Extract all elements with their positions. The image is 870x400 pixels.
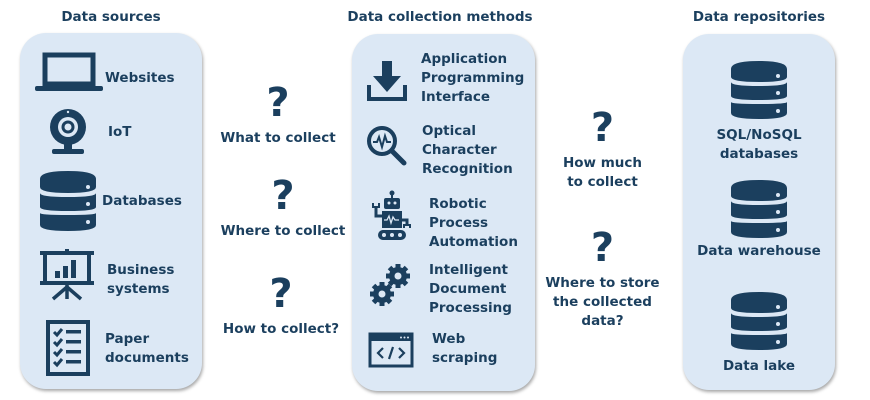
web-scraping-label: Web scraping: [432, 330, 497, 368]
paper-documents-line2: documents: [105, 350, 189, 366]
idp-label: Intelligent Document Processing: [429, 261, 512, 318]
api-line1: Application: [421, 51, 508, 67]
business-systems-line1: Business: [107, 262, 175, 278]
database-icon: [731, 180, 787, 238]
business-systems-label: Business systems: [107, 261, 174, 299]
question-how-to-collect: ? How to collect?: [220, 274, 342, 339]
question-where-to-store-line3: data?: [581, 313, 624, 329]
idp-line2: Document: [429, 281, 507, 297]
question-how-much-line1: How much: [562, 155, 643, 171]
laptop-icon: [35, 52, 103, 92]
question-what-to-collect-text: What to collect: [220, 130, 336, 146]
magnifier-pulse-icon: [366, 125, 408, 167]
question-where-to-collect-text: Where to collect: [220, 223, 346, 239]
sql-nosql-databases-label: SQL/NoSQL databases: [683, 126, 835, 164]
data-warehouse-label: Data warehouse: [697, 243, 821, 259]
paper-documents-label: Paper documents: [105, 330, 189, 368]
web-scraping-line2: scraping: [432, 350, 498, 366]
rpa-line1: Robotic: [429, 196, 487, 212]
question-how-much-to-collect: ? How much to collect: [545, 108, 660, 192]
question-mark-icon: ?: [269, 271, 293, 317]
rpa-line2: Process: [429, 215, 489, 231]
data-collection-methods-title: Data collection methods: [347, 9, 533, 25]
database-icon: [40, 171, 96, 231]
databases-label: Databases: [102, 193, 182, 209]
gears-icon: [370, 264, 412, 306]
websites-label: Websites: [105, 70, 175, 86]
checklist-icon: [46, 320, 90, 376]
data-repositories-panel: SQL/NoSQL databases Data warehouse Data …: [683, 34, 835, 390]
question-where-to-store-line2: the collected: [553, 294, 652, 310]
rpa-line3: Automation: [429, 234, 518, 250]
question-how-much-line2: to collect: [567, 174, 638, 190]
web-scraping-line1: Web: [432, 331, 466, 347]
ocr-line2: Character: [422, 142, 497, 158]
api-label: Application Programming Interface: [421, 50, 524, 107]
download-icon: [367, 61, 407, 101]
question-where-to-store: ? Where to store the collected data?: [545, 228, 660, 331]
database-icon: [731, 292, 787, 350]
iot-label: IoT: [108, 124, 132, 140]
data-repositories-title: Data repositories: [692, 9, 826, 25]
idp-line3: Processing: [429, 300, 512, 316]
robot-icon: [372, 190, 412, 244]
data-lake-label: Data lake: [722, 358, 796, 374]
data-sources-panel: Websites IoT Databases: [20, 33, 202, 389]
ocr-line3: Recognition: [422, 161, 513, 177]
question-mark-icon: ?: [266, 80, 290, 126]
api-line2: Programming: [421, 70, 525, 86]
data-sources-title: Data sources: [61, 9, 161, 25]
question-how-to-collect-text: How to collect?: [222, 321, 340, 337]
paper-documents-line1: Paper: [105, 331, 150, 347]
question-where-to-collect: ? Where to collect: [218, 176, 348, 241]
sql-nosql-line1: SQL/NoSQL: [716, 127, 802, 143]
webcam-icon: [48, 107, 88, 157]
business-systems-line2: systems: [107, 281, 170, 297]
sql-nosql-line2: databases: [719, 146, 799, 162]
presentation-chart-icon: [40, 249, 94, 301]
idp-line1: Intelligent: [429, 262, 509, 278]
ocr-line1: Optical: [422, 123, 476, 139]
ocr-label: Optical Character Recognition: [422, 122, 513, 179]
api-line3: Interface: [421, 89, 491, 105]
question-where-to-store-line1: Where to store: [545, 275, 660, 291]
code-window-icon: [368, 332, 414, 368]
question-mark-icon: ?: [271, 173, 295, 219]
database-icon: [731, 61, 787, 119]
data-collection-methods-panel: Application Programming Interface Optica…: [352, 34, 535, 391]
question-what-to-collect: ? What to collect: [218, 83, 338, 148]
rpa-label: Robotic Process Automation: [429, 195, 518, 252]
question-mark-icon: ?: [590, 225, 615, 271]
question-mark-icon: ?: [590, 105, 615, 151]
